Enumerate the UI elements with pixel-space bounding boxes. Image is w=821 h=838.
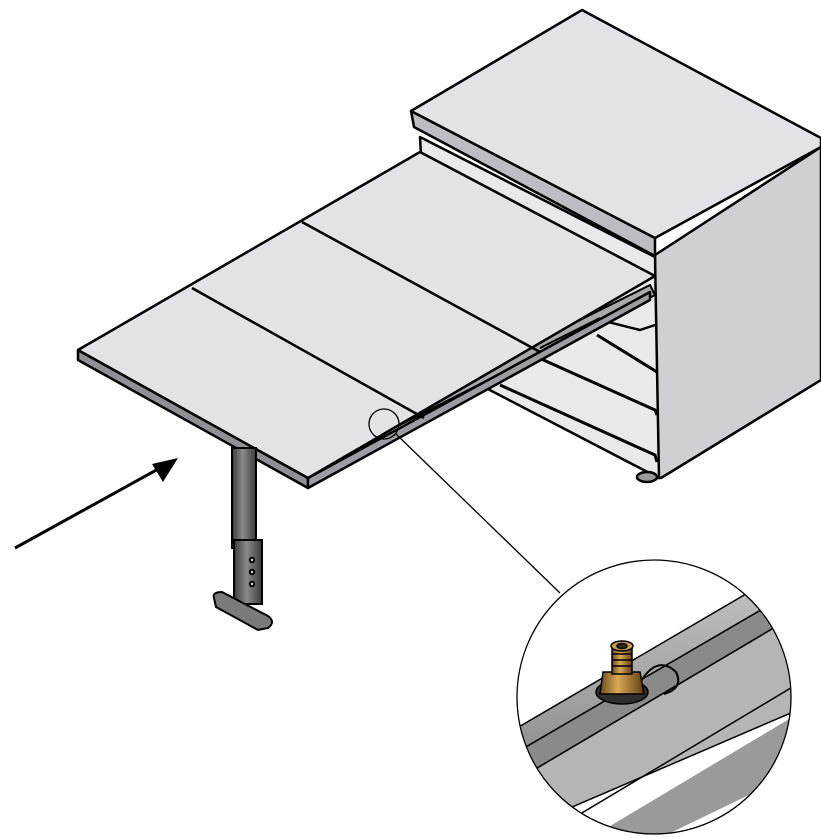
drawer-edge-3 xyxy=(499,383,659,463)
leg-lower-tube xyxy=(233,539,263,605)
detail-marker-circle xyxy=(368,408,400,440)
pull-out-table-top xyxy=(76,150,657,490)
drawer-edge-4 xyxy=(596,333,658,374)
adjustable-leg xyxy=(212,447,273,632)
detail-view xyxy=(517,560,791,834)
magnified-detail-callout xyxy=(368,408,792,835)
drawer-edge-2 xyxy=(509,343,659,416)
insertion-arrow xyxy=(14,458,178,550)
detail-circle-frame xyxy=(516,559,792,835)
leg-upper-tube xyxy=(231,447,257,549)
panel-seam-1 xyxy=(191,286,425,420)
cabinet-top xyxy=(409,8,821,240)
leg-hole-3 xyxy=(248,580,256,588)
table-top-side-edge xyxy=(306,290,652,490)
detail-leader-line xyxy=(395,433,561,594)
leg-hole-2 xyxy=(248,568,256,576)
rail-bracket xyxy=(539,317,601,349)
table-top-surface xyxy=(76,150,657,480)
threaded-fitting xyxy=(595,640,680,705)
cabinet-foot xyxy=(635,470,659,484)
leg-hole-1 xyxy=(248,556,256,564)
leg-foot xyxy=(212,590,273,632)
panel-seam-2 xyxy=(301,220,541,354)
